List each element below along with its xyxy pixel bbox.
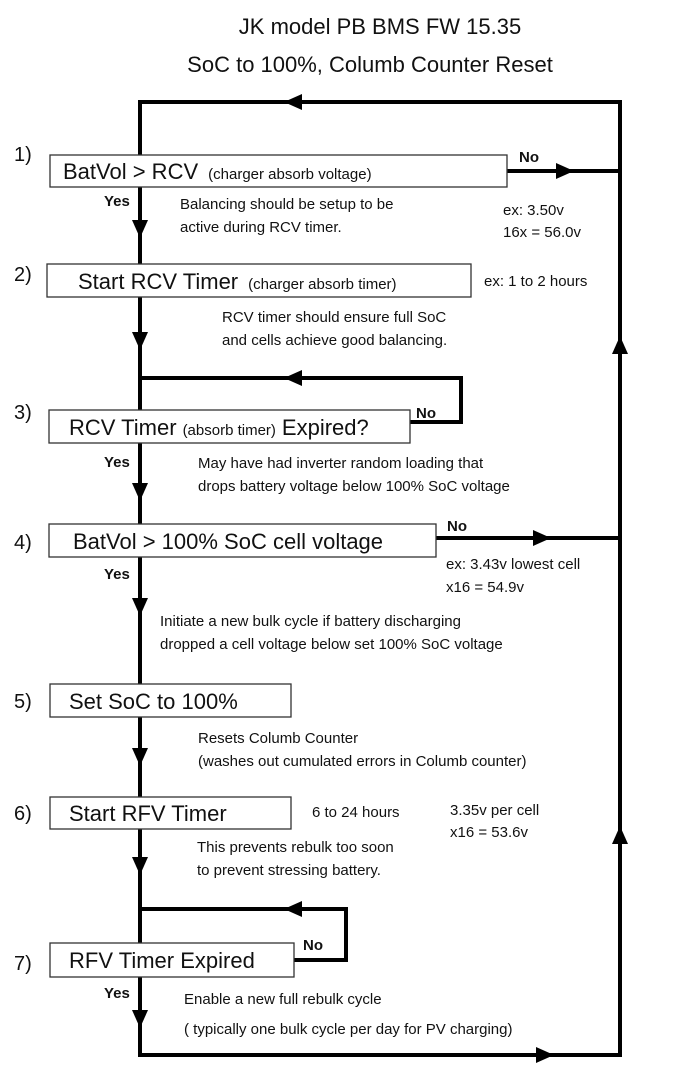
yes-label-1: Yes — [104, 193, 130, 210]
yes-label-4: Yes — [104, 566, 130, 583]
arrow-down-5 — [132, 748, 148, 766]
arrow-up-right-2 — [612, 826, 628, 844]
note-balancing: Balancing should be setup to be active d… — [180, 196, 398, 236]
step-number-4: 4) — [14, 532, 32, 554]
loop-7 — [140, 907, 348, 962]
arrow-down-6 — [132, 857, 148, 875]
title-line-2: SoC to 100%, Columb Counter Reset — [187, 52, 553, 77]
no-label-4: No — [447, 518, 467, 535]
step-number-6: 6) — [14, 803, 32, 825]
yes-label-3: Yes — [104, 454, 130, 471]
step-box-1: BatVol > RCV(charger absorb voltage) — [49, 154, 508, 188]
step-label-6: Start RFV Timer — [69, 801, 227, 826]
note-prevent-rebulk: This prevents rebulk too soon to prevent… — [197, 839, 398, 879]
note-new-bulk-cycle: Initiate a new bulk cycle if battery dis… — [160, 613, 503, 653]
step-box-4: BatVol > 100% SoC cell voltage — [48, 523, 437, 558]
no-label-7: No — [303, 937, 323, 954]
title-line-1: JK model PB BMS FW 15.35 — [239, 14, 521, 39]
step-box-6: Start RFV Timer — [49, 796, 292, 830]
arrow-left-loop-7 — [284, 901, 302, 917]
no-label-1: No — [519, 149, 539, 166]
arrow-right-no-1 — [556, 163, 574, 179]
step-label-4: BatVol > 100% SoC cell voltage — [73, 529, 383, 554]
arrow-up-right-1 — [612, 336, 628, 354]
note-enable-rebulk: Enable a new full rebulk cycle ( typical… — [184, 991, 512, 1038]
arrow-down-4 — [132, 598, 148, 616]
note-rcv-timer: RCV timer should ensure full SoC and cel… — [222, 309, 450, 349]
note-rfv-duration: 6 to 24 hours — [312, 804, 400, 821]
step-number-1: 1) — [14, 144, 32, 166]
arrow-left-loop-3 — [284, 370, 302, 386]
step-box-3: RCV Timer(absorb timer)Expired? — [48, 409, 411, 444]
note-inverter-loading: May have had inverter random loading tha… — [198, 455, 510, 495]
step-label-2: Start RCV Timer(charger absorb timer) — [78, 269, 397, 294]
arrow-right-no-4 — [533, 530, 551, 546]
arrow-down-7 — [132, 1010, 148, 1028]
no-label-3: No — [416, 405, 436, 422]
note-example-soc-voltage: ex: 3.43v lowest cell x16 = 54.9v — [446, 556, 584, 596]
step-number-2: 2) — [14, 264, 32, 286]
step-label-3: RCV Timer(absorb timer)Expired? — [69, 415, 369, 440]
arrow-down-3 — [132, 483, 148, 501]
step-number-3: 3) — [14, 402, 32, 424]
step-box-7: RFV Timer Expired — [49, 942, 295, 978]
step-label-7: RFV Timer Expired — [69, 948, 255, 973]
note-rfv-voltage: 3.35v per cell x16 = 53.6v — [450, 802, 543, 841]
arrow-down-2 — [132, 332, 148, 350]
step-label-5: Set SoC to 100% — [69, 689, 238, 714]
arrow-left-top — [284, 94, 302, 110]
step-box-2: Start RCV Timer(charger absorb timer) — [46, 263, 472, 298]
note-example-rcv-timer: ex: 1 to 2 hours — [484, 273, 587, 290]
note-example-rcv-voltage: ex: 3.50v 16x = 56.0v — [503, 202, 581, 241]
step-number-7: 7) — [14, 953, 32, 975]
note-resets-counter: Resets Columb Counter (washes out cumula… — [198, 730, 526, 770]
step-label-1: BatVol > RCV(charger absorb voltage) — [63, 159, 372, 184]
step-box-5: Set SoC to 100% — [49, 683, 292, 718]
step-number-5: 5) — [14, 691, 32, 713]
yes-label-7: Yes — [104, 985, 130, 1002]
arrow-right-bottom — [536, 1047, 554, 1063]
arrow-down-1 — [132, 220, 148, 238]
